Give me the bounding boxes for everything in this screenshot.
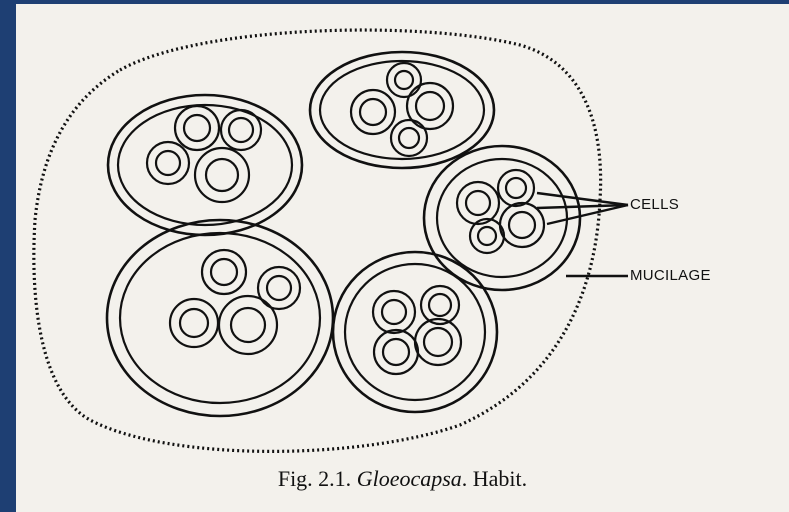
gloeocapsa-diagram xyxy=(16,4,789,512)
colony-bottom-middle xyxy=(333,252,497,412)
colony-right xyxy=(424,146,580,290)
colony-top-left xyxy=(108,95,302,235)
cells-leader-line-1 xyxy=(537,193,628,205)
colony-outer-sheath xyxy=(34,30,601,451)
figure-caption: Fig. 2.1. Gloeocapsa. Habit. xyxy=(16,466,789,492)
figure-paper: CELLS MUCILAGE Fig. 2.1. Gloeocapsa. Hab… xyxy=(16,4,789,512)
caption-prefix: Fig. 2.1. xyxy=(278,466,357,491)
colony-top-middle xyxy=(310,52,494,168)
caption-suffix: . Habit. xyxy=(462,466,527,491)
colony-bottom-left xyxy=(107,220,333,416)
mucilage-label: MUCILAGE xyxy=(630,267,711,284)
caption-genus: Gloeocapsa xyxy=(357,466,462,491)
cells-label: CELLS xyxy=(630,196,679,213)
